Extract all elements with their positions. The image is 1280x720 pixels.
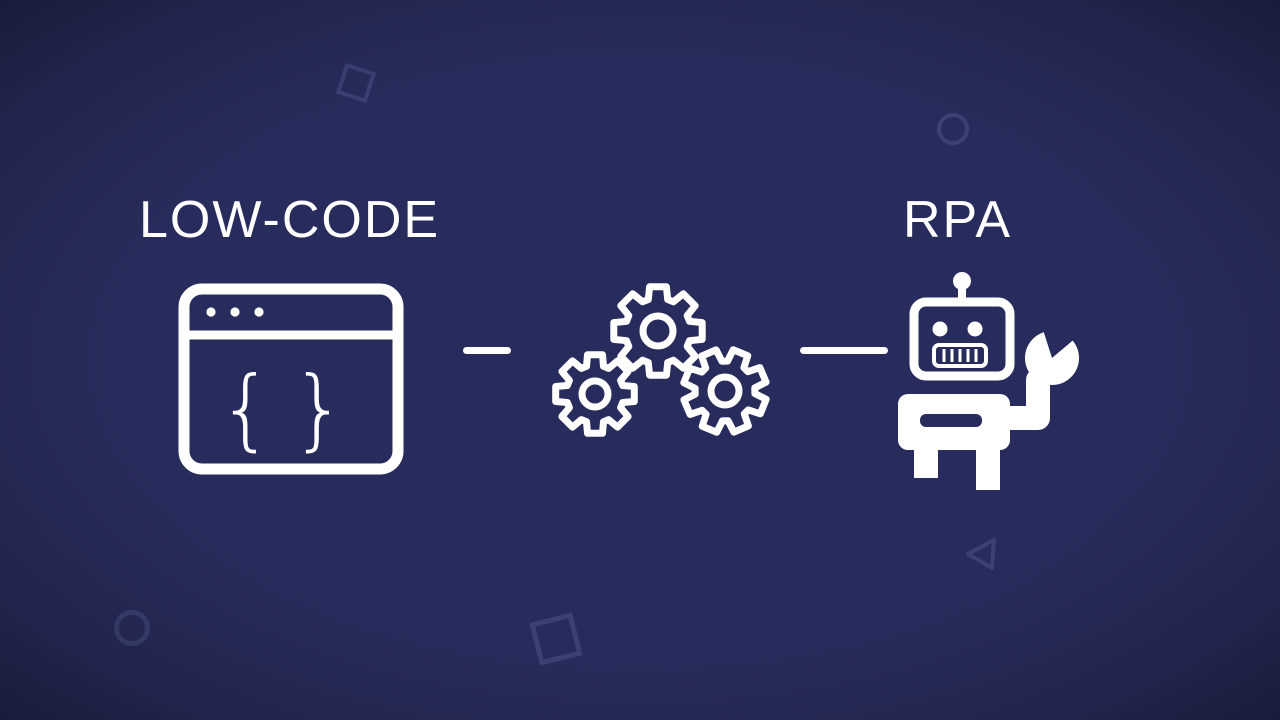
triangle-outline-icon xyxy=(966,538,996,570)
robot-icon xyxy=(898,272,1090,490)
gears-icon xyxy=(552,283,770,437)
circle-outline-icon xyxy=(114,610,150,646)
gear-icon xyxy=(680,346,770,436)
robot-arm xyxy=(992,368,1050,430)
window-dot-icon xyxy=(206,307,216,317)
robot-leg xyxy=(976,450,1000,490)
window-dot-icon xyxy=(230,307,240,317)
antenna-icon xyxy=(953,272,971,290)
connector-dash xyxy=(800,347,888,354)
gear-icon xyxy=(610,283,706,379)
robot-head xyxy=(909,297,1015,381)
label-rpa: RPA xyxy=(903,191,1013,249)
connector-dash xyxy=(463,347,511,354)
open-brace-glyph: { xyxy=(218,357,274,460)
circle-outline-icon xyxy=(937,113,969,145)
close-brace-glyph: } xyxy=(291,357,347,460)
code-window-icon: { } xyxy=(178,283,404,475)
robot-eye-icon xyxy=(932,321,948,337)
robot-mouth xyxy=(932,343,988,368)
robot-leg xyxy=(914,450,938,478)
label-low-code: LOW-CODE xyxy=(139,191,441,249)
square-outline-icon xyxy=(529,612,583,666)
gear-icon xyxy=(552,351,638,437)
window-dot-icon xyxy=(254,307,264,317)
robot-eye-icon xyxy=(967,321,983,337)
square-outline-icon xyxy=(335,62,377,104)
